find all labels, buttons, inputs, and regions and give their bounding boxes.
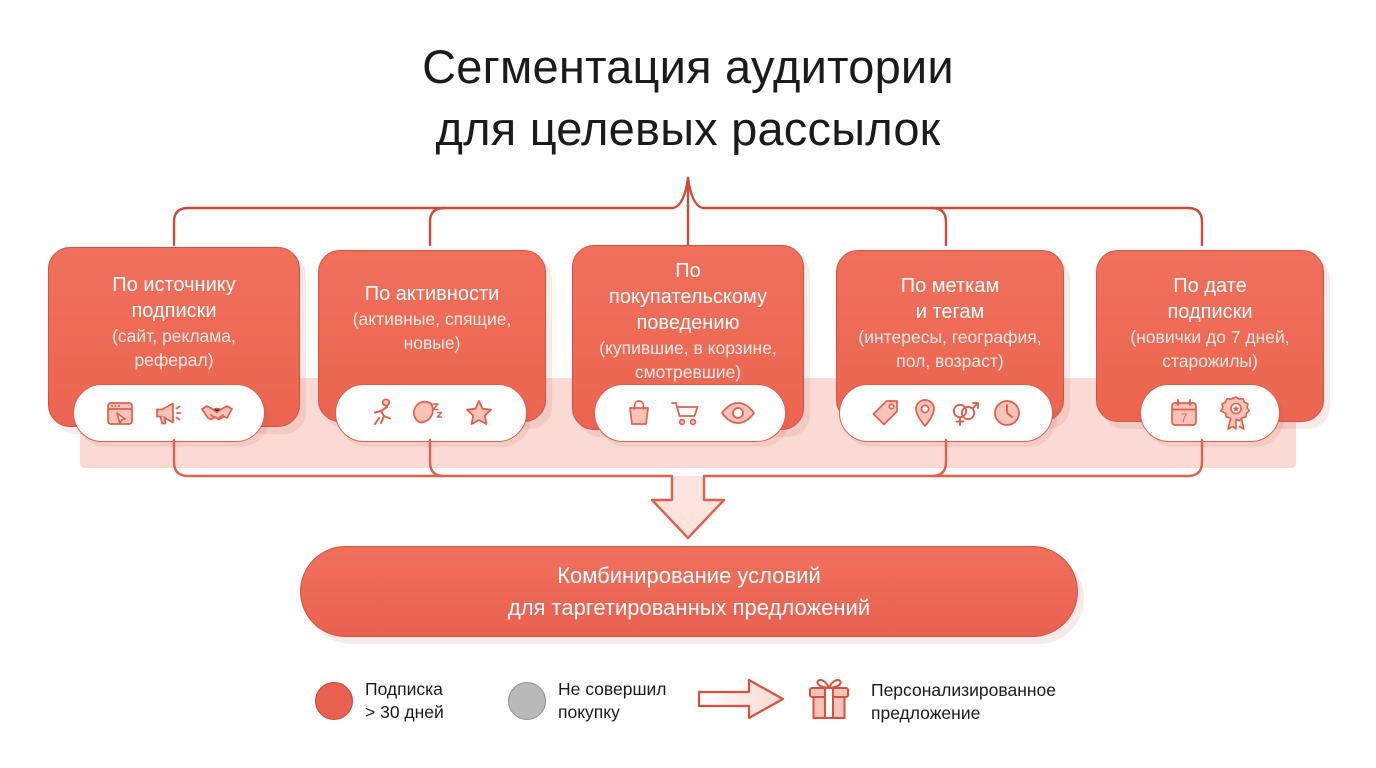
segment-card-purchase-behavior-icons[interactable]: [594, 384, 786, 442]
page-title: Сегментация аудитории для целевых рассыл…: [0, 36, 1376, 160]
grey-dot-icon: [508, 682, 546, 720]
eye-icon: [719, 396, 757, 430]
combination-bar-line-2: для таргетированных предложений: [507, 594, 871, 620]
card-line: пол, возраст): [896, 351, 1004, 371]
segment-card-labels-tags-text: По меткам и тегам (интересы, география, …: [846, 273, 1054, 373]
legend-item-no-purchase: Не совершил покупку: [508, 678, 667, 724]
card-line: По: [675, 260, 701, 282]
segment-card-source-text: По источнику подписки (сайт, реклама, ре…: [58, 272, 290, 372]
segment-card-subscription-date-text: По дате подписки (новички до 7 дней, ста…: [1106, 273, 1314, 373]
card-line: смотревшие): [634, 362, 742, 382]
legend-line-1: Подписка: [365, 679, 443, 699]
calendar-7-icon: 7: [1167, 396, 1201, 430]
segment-card-subscription-date-icons[interactable]: 7: [1140, 384, 1280, 442]
segment-card-activity-icons[interactable]: [335, 384, 527, 442]
legend-item-label: Персонализированное предложение: [871, 679, 1056, 725]
running-person-icon: [366, 396, 398, 430]
card-line: По источнику: [112, 274, 236, 296]
right-arrow-icon: [697, 674, 785, 729]
card-line: (активные, спящие,: [352, 309, 512, 329]
segment-card-purchase-behavior-text: По покупательскому поведению (купившие, …: [582, 258, 794, 384]
card-line: (интересы, география,: [858, 327, 1042, 347]
card-line: (сайт, реклама,: [112, 326, 236, 346]
segment-card-activity-text: По активности (активные, спящие, новые): [328, 281, 536, 355]
legend-line-2: > 30 дней: [365, 702, 444, 722]
card-line: поведению: [636, 312, 740, 334]
card-line: подписки: [1167, 301, 1253, 323]
combination-bar[interactable]: Комбинирование условий для таргетированн…: [300, 546, 1078, 637]
segment-card-source-icons[interactable]: [73, 384, 265, 442]
tag-icon: [870, 397, 902, 429]
shopping-cart-icon: [669, 396, 705, 430]
shopping-bag-icon: [623, 396, 655, 430]
card-line: покупательскому: [609, 286, 767, 308]
title-line-2: для целевых рассылок: [435, 102, 941, 155]
card-line: (новички до 7 дней,: [1130, 327, 1290, 347]
legend-line-1: Персонализированное: [871, 679, 1056, 700]
title-line-1: Сегментация аудитории: [422, 40, 954, 93]
combination-bar-line-1: Комбинирование условий: [557, 562, 821, 588]
card-line: новые): [403, 333, 461, 353]
legend-line-2: предложение: [871, 702, 981, 723]
star-icon: [462, 396, 496, 430]
card-line: старожилы): [1162, 351, 1258, 371]
sleeping-moon-icon: [412, 396, 448, 430]
location-pin-icon: [911, 397, 939, 429]
card-line: По меткам: [900, 275, 1000, 297]
legend-item-subscription-over-30-days: Подписка > 30 дней: [315, 678, 444, 724]
red-dot-icon: [315, 682, 353, 720]
gender-icon: [948, 397, 982, 429]
gift-icon: [803, 674, 855, 729]
legend-line-2: покупку: [558, 702, 620, 722]
megaphone-icon: [151, 396, 185, 430]
legend-line-1: Не совершил: [558, 679, 667, 699]
legend-item-label: Не совершил покупку: [558, 678, 667, 724]
legend-item-label: Подписка > 30 дней: [365, 678, 444, 724]
browser-cursor-icon: [103, 396, 137, 430]
segment-card-labels-tags-icons[interactable]: [839, 384, 1053, 442]
legend-item-personalized-offer: Персонализированное предложение: [697, 674, 1056, 729]
card-line: По дате: [1173, 275, 1247, 297]
clock-icon: [991, 397, 1023, 429]
card-line: По активности: [364, 283, 500, 305]
handshake-icon: [199, 396, 235, 430]
svg-text:7: 7: [1181, 411, 1188, 425]
card-line: и тегам: [915, 301, 985, 323]
card-line: реферал): [134, 350, 214, 370]
card-line: подписки: [131, 300, 217, 322]
card-line: (купившие, в корзине,: [599, 338, 777, 358]
legend: Подписка > 30 дней Не совершил покупку: [0, 666, 1376, 736]
award-badge-icon: [1219, 395, 1253, 431]
